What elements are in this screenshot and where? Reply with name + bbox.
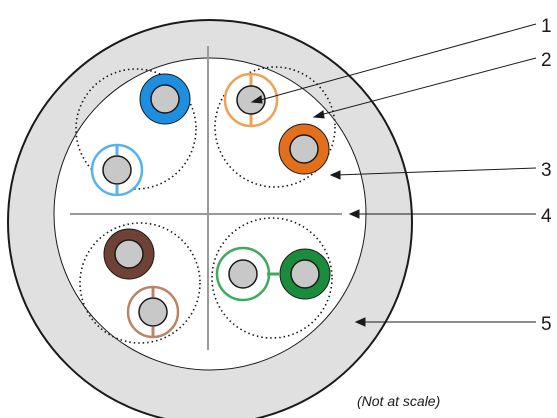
wire-orange-solid	[278, 123, 330, 175]
wire-green-solid	[279, 248, 331, 300]
pair-orange	[214, 66, 336, 188]
pair-shield-blue	[75, 68, 197, 190]
leader-1	[250, 23, 537, 104]
leader-2	[312, 57, 537, 119]
scale-note: (Not at scale)	[357, 393, 440, 409]
pair-blue	[75, 68, 197, 197]
wire-blue-white	[90, 143, 144, 197]
wire-green-white	[215, 246, 279, 302]
wire-brown-white	[126, 285, 180, 339]
wire-brown-solid	[103, 228, 155, 280]
callout-number-2: 2	[541, 50, 552, 71]
wire-blue-solid	[139, 73, 191, 125]
pair-green	[211, 217, 333, 339]
cross-separator	[70, 46, 342, 350]
wire-orange-white	[223, 72, 279, 128]
callout-number-1: 1	[541, 16, 552, 37]
pair-shield-orange	[214, 66, 336, 188]
callout-number-4: 4	[541, 206, 552, 227]
callout-number-3: 3	[541, 160, 552, 181]
pair-shield-green	[211, 217, 333, 339]
callout-leaders	[250, 23, 537, 327]
leader-5	[354, 317, 536, 327]
callout-number-5: 5	[541, 314, 552, 335]
leader-3	[329, 167, 537, 180]
pair-shield-brown	[79, 222, 201, 344]
leader-4	[348, 209, 536, 219]
pair-brown	[79, 222, 201, 344]
